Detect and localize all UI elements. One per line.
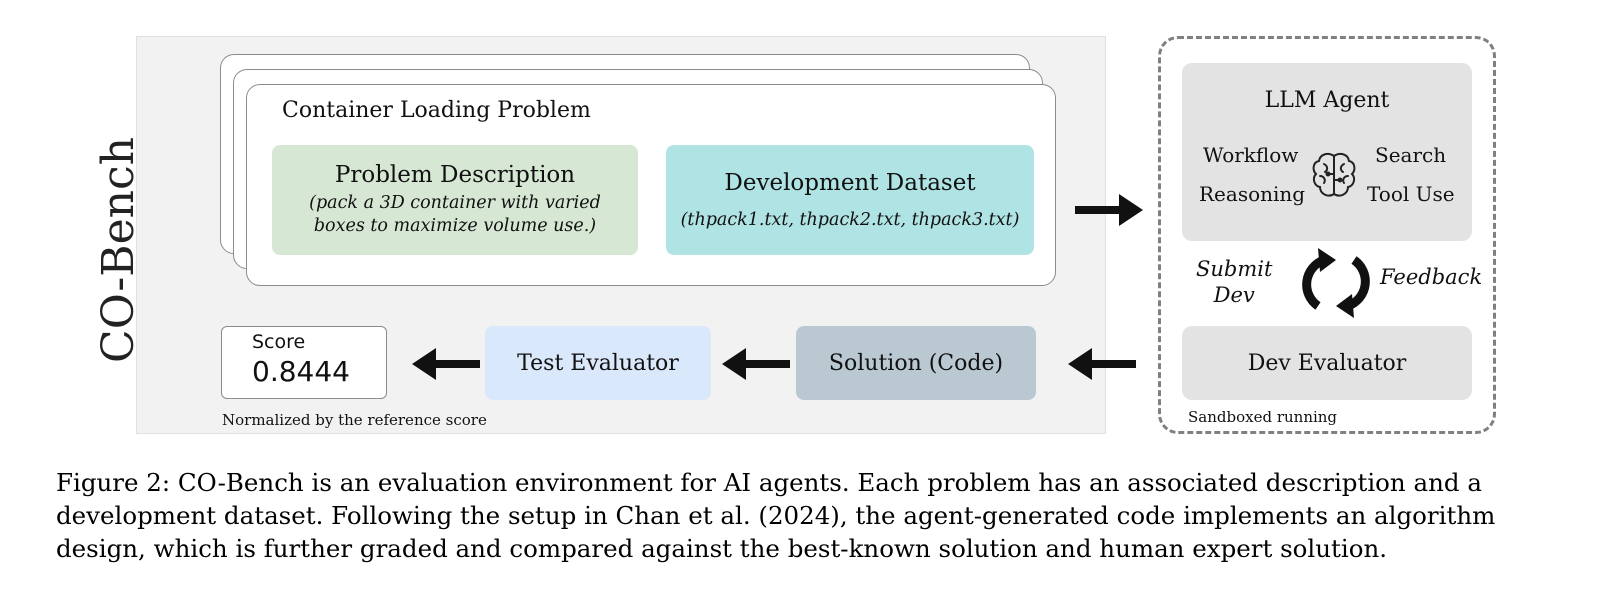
development-dataset-files: (thpack1.txt, thpack2.txt, thpack3.txt) bbox=[680, 210, 1020, 230]
llm-agent-box bbox=[1182, 63, 1472, 241]
agent-reasoning-label: Reasoning bbox=[1199, 182, 1306, 206]
agent-search-label: Search bbox=[1375, 143, 1447, 167]
arrow-icon bbox=[1075, 194, 1143, 226]
arrow-icon bbox=[412, 348, 480, 380]
test-evaluator-box: Test Evaluator bbox=[485, 326, 711, 400]
submit-dev-label: Submit Dev bbox=[1196, 256, 1272, 308]
figure-caption: Figure 2: CO-Bench is an evaluation envi… bbox=[56, 468, 1496, 563]
score-note: Normalized by the reference score bbox=[222, 411, 487, 429]
score-box bbox=[221, 326, 387, 399]
score-label: Score bbox=[252, 331, 306, 353]
benchmark-title: CO-Bench bbox=[92, 137, 144, 363]
submit-dev-line1: Submit bbox=[1196, 257, 1273, 281]
dev-evaluator-box: Dev Evaluator bbox=[1182, 326, 1472, 400]
problem-description-box: Problem Description (pack a 3D container… bbox=[272, 145, 638, 255]
feedback-label: Feedback bbox=[1380, 265, 1483, 289]
problem-description-title: Problem Description bbox=[334, 162, 576, 188]
sandbox-note: Sandboxed running bbox=[1188, 408, 1338, 426]
dev-evaluator-label: Dev Evaluator bbox=[1247, 350, 1407, 376]
agent-workflow-label: Workflow bbox=[1203, 143, 1299, 167]
brain-icon bbox=[1312, 152, 1356, 197]
problem-title: Container Loading Problem bbox=[282, 98, 591, 123]
arrow-icon bbox=[1068, 348, 1136, 380]
development-dataset-title: Development Dataset bbox=[724, 170, 976, 196]
test-evaluator-label: Test Evaluator bbox=[517, 350, 679, 376]
submit-dev-line2: Dev bbox=[1213, 283, 1255, 307]
development-dataset-box: Development Dataset (thpack1.txt, thpack… bbox=[666, 145, 1034, 255]
arrow-icon bbox=[722, 348, 790, 380]
sandbox-container bbox=[1158, 36, 1496, 434]
llm-agent-title: LLM Agent bbox=[1264, 88, 1390, 113]
agent-tool-use-label: Tool Use bbox=[1367, 182, 1455, 206]
solution-code-label: Solution (Code) bbox=[828, 350, 1004, 376]
solution-code-box: Solution (Code) bbox=[796, 326, 1036, 400]
problem-description-text: (pack a 3D container with varied boxes t… bbox=[309, 193, 601, 236]
score-value: 0.8444 bbox=[252, 355, 350, 388]
refresh-cycle-icon bbox=[1302, 248, 1370, 318]
